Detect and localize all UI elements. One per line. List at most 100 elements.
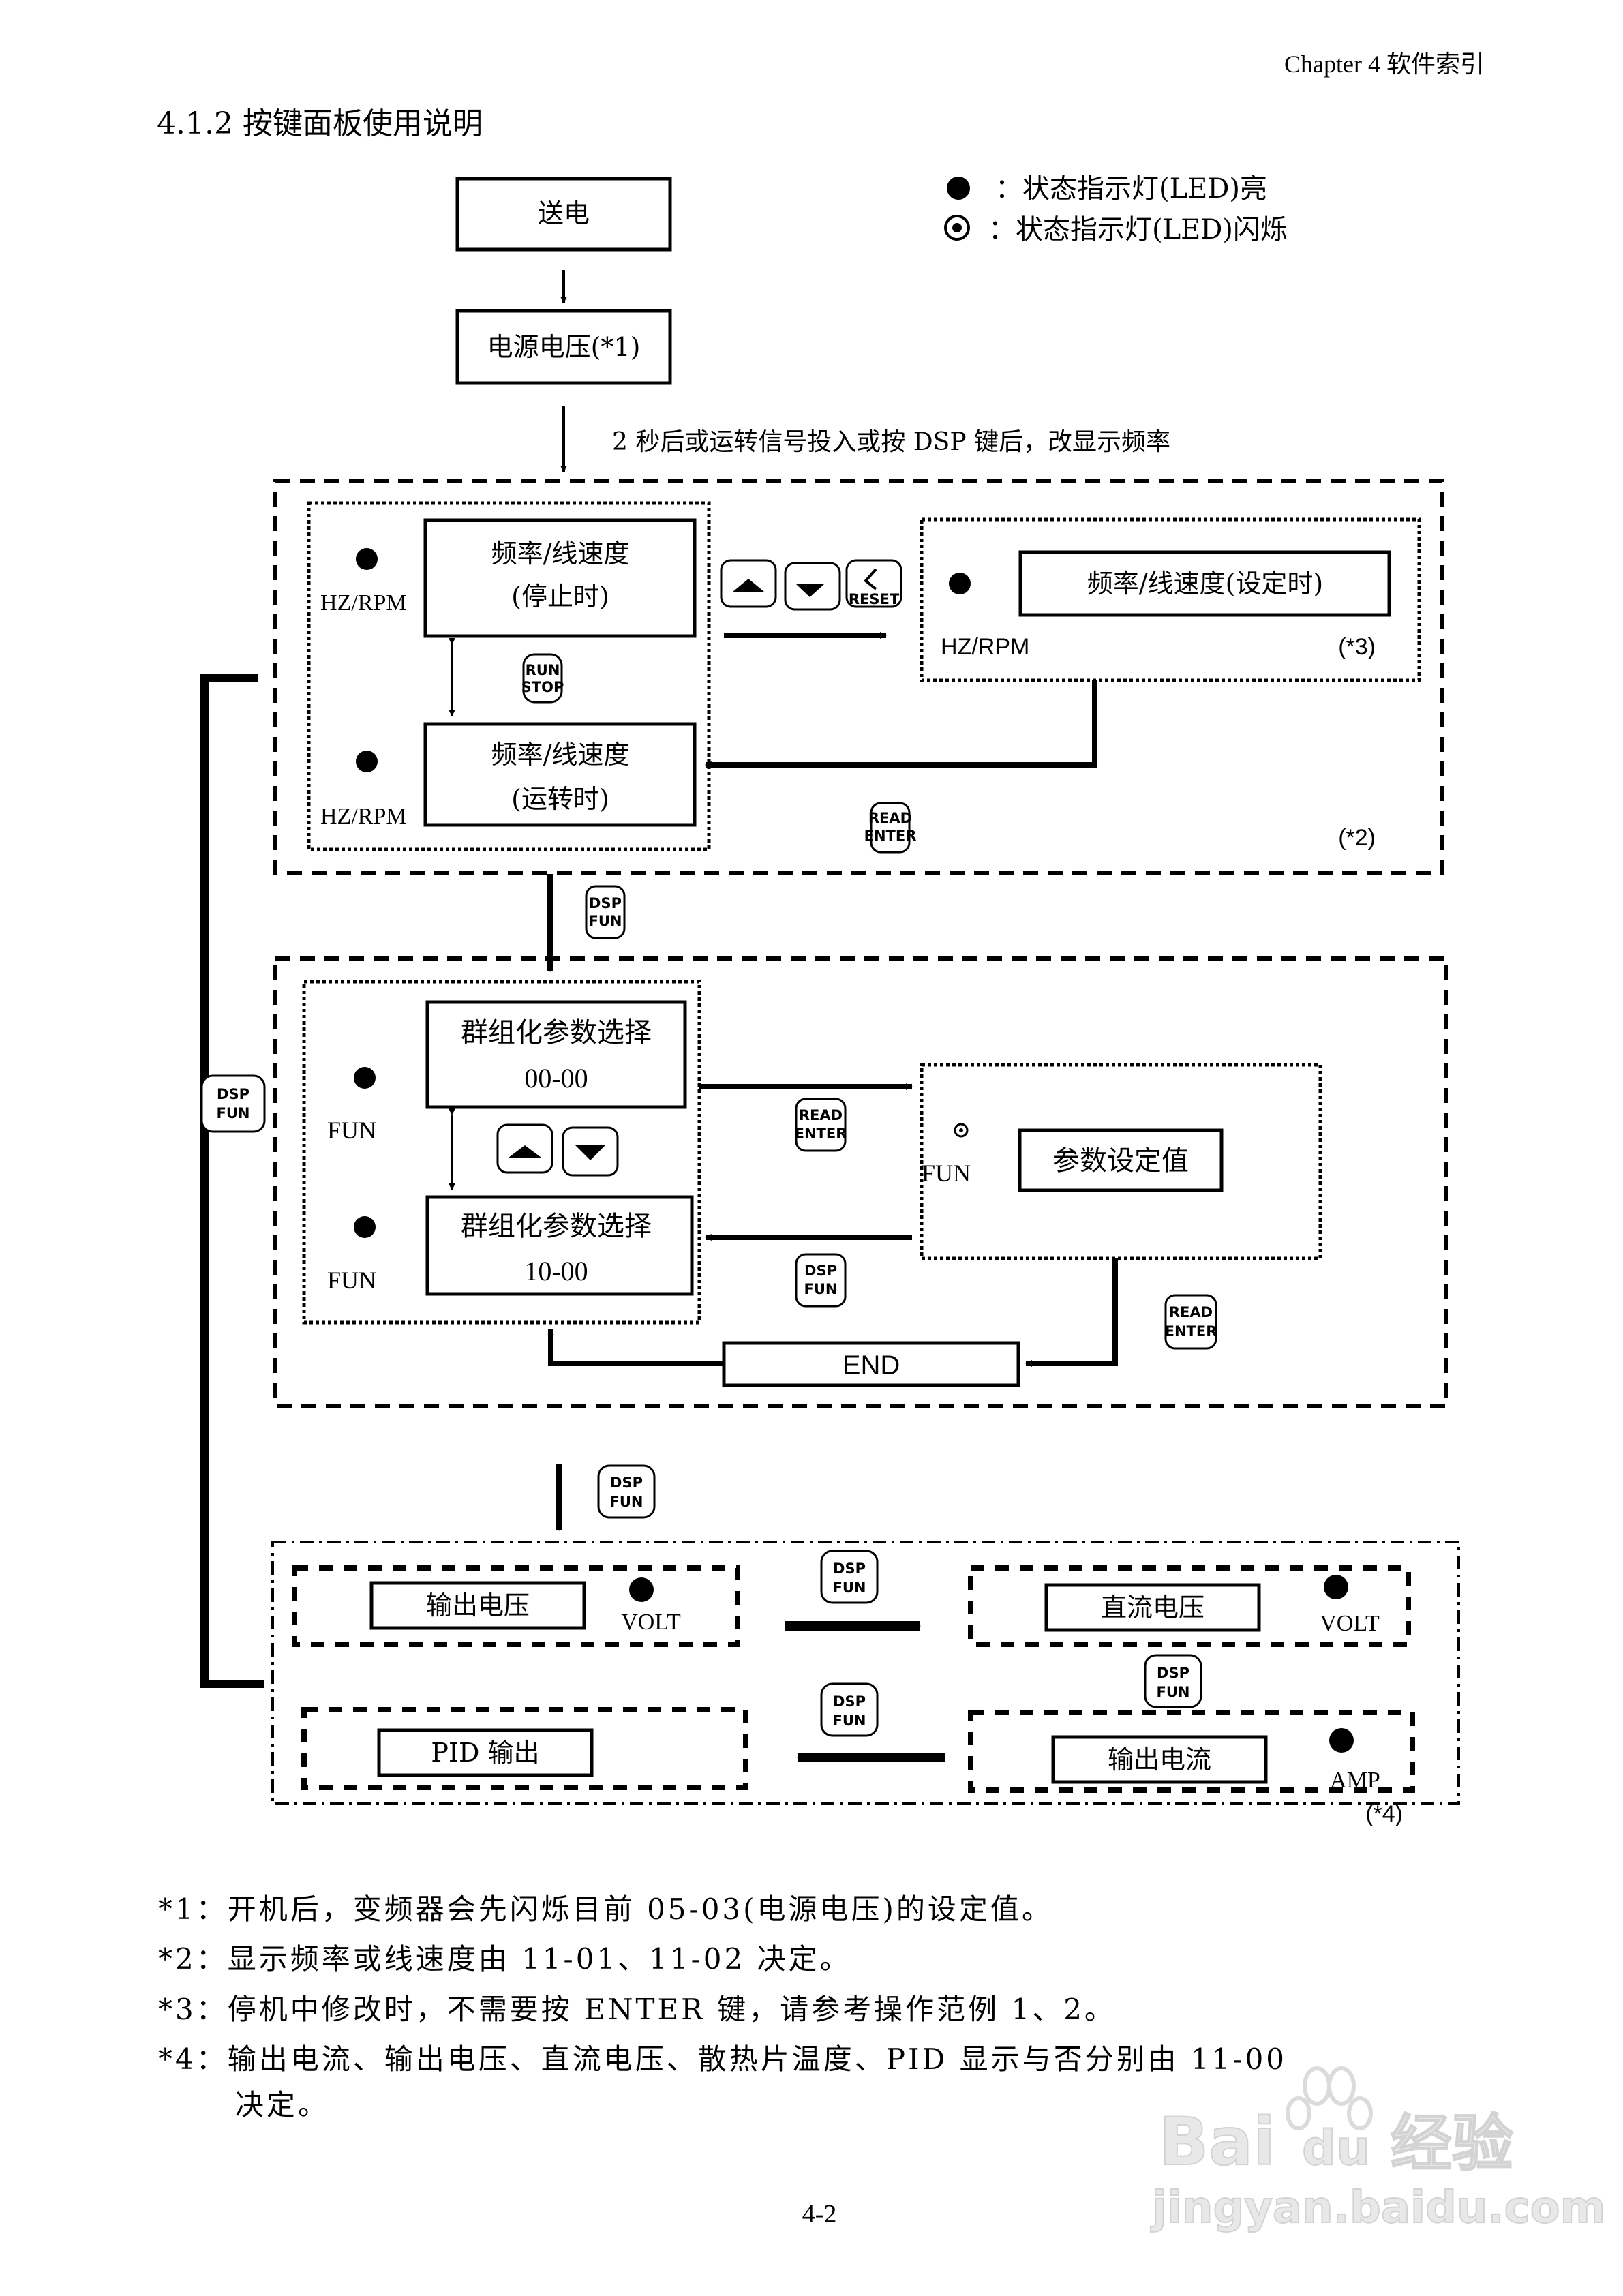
led-label-volt: VOLT [1320,1611,1380,1636]
group-param-line1: 群组化参数选择 [461,1211,652,1242]
note-3: (*3) [1338,634,1376,660]
led-blink-icon [954,1123,969,1138]
output-voltage-group [292,1565,740,1647]
led-label-hz-rpm: HZ/RPM [941,634,1029,660]
up-key[interactable] [720,559,777,608]
footnote-4: *4：输出电流、输出电压、直流电压、散热片温度、PID 显示与否分别由 11-0… [158,2042,1287,2076]
up-key[interactable] [496,1123,553,1174]
footnotes: *1：开机后，变频器会先闪烁目前 05-03(电源电压)的设定值。 *2：显示频… [158,1892,1287,2121]
read-key-label: READ [868,810,912,826]
frequency-inner-group [307,501,711,851]
footnote-1: *1：开机后，变频器会先闪烁目前 05-03(电源电压)的设定值。 [158,1892,1053,1926]
freq-set-box: 频率/线速度(设定时) [1018,550,1391,617]
dc-voltage-box: 直流电压 [1044,1583,1261,1632]
dc-voltage-label: 直流电压 [1101,1592,1204,1622]
freq-stop-line2: (停止时) [511,581,609,611]
freq-set-label: 频率/线速度(设定时) [1087,569,1323,599]
dsp-key-label: DSP [1157,1665,1189,1681]
freq-stop-box: 频率/线速度 (停止时) [423,518,697,638]
down-key[interactable] [562,1126,619,1177]
group-param-line1: 群组化参数选择 [461,1017,652,1048]
output-current-group [968,1710,1415,1793]
led-solid-icon [356,751,378,772]
dsp-fun-key[interactable]: DSP FUN [820,1682,879,1737]
dsp-fun-key[interactable]: DSP FUN [820,1550,879,1604]
freq-run-box: 频率/线速度 (运转时) [423,722,697,827]
frequency-display-group [273,479,1444,875]
led-blink-center [952,223,962,232]
reset-key[interactable]: RESET [845,559,902,608]
led-label-fun: FUN [327,1267,376,1294]
dsp-fun-key[interactable]: DSP FUN [597,1464,656,1519]
watermark-url: jingyan.baidu.com [1150,2183,1605,2233]
dsp-fun-key[interactable]: DSP FUN [795,1253,847,1308]
run-stop-key[interactable]: RUN STOP [521,653,564,704]
read-key-label: READ [1169,1304,1213,1320]
dsp-fun-key[interactable]: DSP FUN [1144,1654,1202,1708]
freq-run-line2: (运转时) [511,784,609,814]
led-solid-icon [354,1216,376,1238]
dsp-key-label: DSP [217,1086,249,1102]
output-current-box: 输出电流 [1051,1735,1268,1784]
param-value-label: 参数设定值 [1052,1145,1189,1177]
led-label-fun: FUN [922,1160,971,1187]
fun-key-label: FUN [1157,1684,1190,1700]
up-arrow-icon [509,1145,541,1158]
led-label-hz-rpm: HZ/RPM [320,590,407,616]
end-box: END [722,1341,1020,1387]
watermark-cn: 经验 [1391,2108,1513,2179]
watermark-brand2: du [1302,2120,1370,2176]
output-voltage-label: 输出电压 [426,1590,530,1620]
freq-run-line1: 频率/线速度 [491,740,630,770]
chapter-header: Chapter 4 软件索引 [1284,50,1485,78]
dc-voltage-group [968,1565,1411,1647]
led-solid-icon [1324,1575,1348,1599]
stop-key-label: STOP [521,679,564,695]
parameter-set-group [920,1063,1322,1260]
reset-key-label: RESET [849,591,900,607]
read-key-label: READ [799,1107,843,1123]
legend-blink-label: ：状态指示灯(LED)闪烁 [988,214,1288,245]
fun-key-label: FUN [833,1712,866,1729]
group-param-box-10: 群组化参数选择 10-00 [425,1195,694,1296]
dsp-key-label: DSP [610,1475,643,1491]
left-shift-icon [864,568,877,590]
group-param-code: 10-00 [524,1256,588,1286]
arrow-up [547,1329,724,1366]
down-key[interactable] [784,562,841,611]
run-key-label: RUN [526,662,560,678]
enter-key-label: ENTER [1165,1323,1217,1340]
dsp-key-label: DSP [833,1560,866,1577]
baidu-watermark: Bai du 经验 jingyan.baidu.com [1149,2066,1606,2234]
param-value-box: 参数设定值 [1018,1128,1224,1192]
supply-voltage-label: 电源电压(*1) [487,332,641,362]
dsp-key-label: DSP [589,895,622,911]
led-label-volt: VOLT [621,1610,681,1635]
led-solid-icon [629,1577,654,1602]
read-enter-key[interactable]: READ ENTER [864,802,917,854]
enter-key-label: ENTER [864,828,917,844]
arrow-to-end [1025,1258,1118,1367]
fun-key-label: FUN [804,1281,838,1297]
led-blink-center [959,1128,963,1132]
freq-stop-line1: 频率/线速度 [491,539,630,569]
parameter-inner-group [302,980,701,1325]
legend-on-label: ：状态指示灯(LED)亮 [995,173,1267,205]
end-label: END [843,1350,900,1380]
fun-key-label: FUN [833,1580,866,1596]
power-on-label: 送电 [538,198,590,228]
pid-output-box: PID 输出 [377,1728,594,1777]
dsp-fun-key[interactable]: DSP FUN [585,885,626,939]
note-4: (*4) [1365,1801,1403,1827]
led-solid-icon [1329,1728,1354,1753]
dsp-key-label: DSP [804,1263,837,1279]
read-enter-key[interactable]: READ ENTER [795,1098,847,1152]
output-current-label: 输出电流 [1108,1744,1211,1774]
dsp-fun-key[interactable]: DSP FUN [200,1074,266,1133]
watermark-brand: Bai [1159,2104,1275,2180]
read-enter-key[interactable]: READ ENTER [1164,1294,1217,1350]
footnote-2: *2：显示频率或线速度由 11-01、11-02 决定。 [158,1942,851,1976]
down-arrow-icon [795,584,825,597]
enter-key-label: ENTER [795,1126,847,1142]
